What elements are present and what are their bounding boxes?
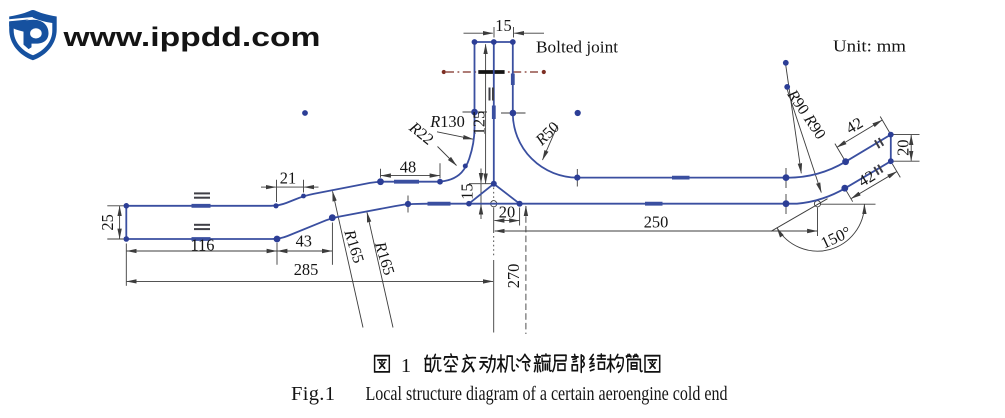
- svg-text:42: 42: [842, 113, 866, 138]
- svg-text:Unit: mm: Unit: mm: [833, 37, 906, 56]
- svg-text:43: 43: [296, 232, 312, 251]
- svg-text:20: 20: [499, 203, 515, 222]
- svg-text:R90 R90: R90 R90: [783, 86, 829, 142]
- svg-text:20: 20: [894, 140, 913, 156]
- svg-text:www.ippdd.com: www.ippdd.com: [62, 22, 320, 52]
- svg-text:R130: R130: [429, 112, 465, 131]
- svg-text:48: 48: [400, 157, 416, 176]
- svg-text:1: 1: [401, 355, 411, 377]
- svg-text:116: 116: [191, 235, 215, 254]
- svg-text:15: 15: [458, 183, 477, 199]
- svg-text:270: 270: [504, 264, 523, 289]
- svg-text:250: 250: [644, 213, 669, 232]
- svg-text:125: 125: [470, 111, 489, 136]
- svg-text:15: 15: [495, 16, 511, 35]
- svg-text:Bolted joint: Bolted joint: [536, 38, 618, 57]
- svg-text:Local structure diagram of a c: Local structure diagram of a certain aer…: [366, 383, 728, 405]
- svg-text:21: 21: [280, 169, 296, 188]
- svg-text:R165: R165: [340, 227, 366, 265]
- svg-text:150°: 150°: [818, 222, 854, 252]
- svg-text:Fig.1: Fig.1: [291, 383, 335, 405]
- svg-text:285: 285: [294, 260, 319, 279]
- svg-text:R165: R165: [371, 239, 397, 277]
- svg-text:25: 25: [98, 214, 117, 230]
- svg-text:R50: R50: [532, 119, 563, 150]
